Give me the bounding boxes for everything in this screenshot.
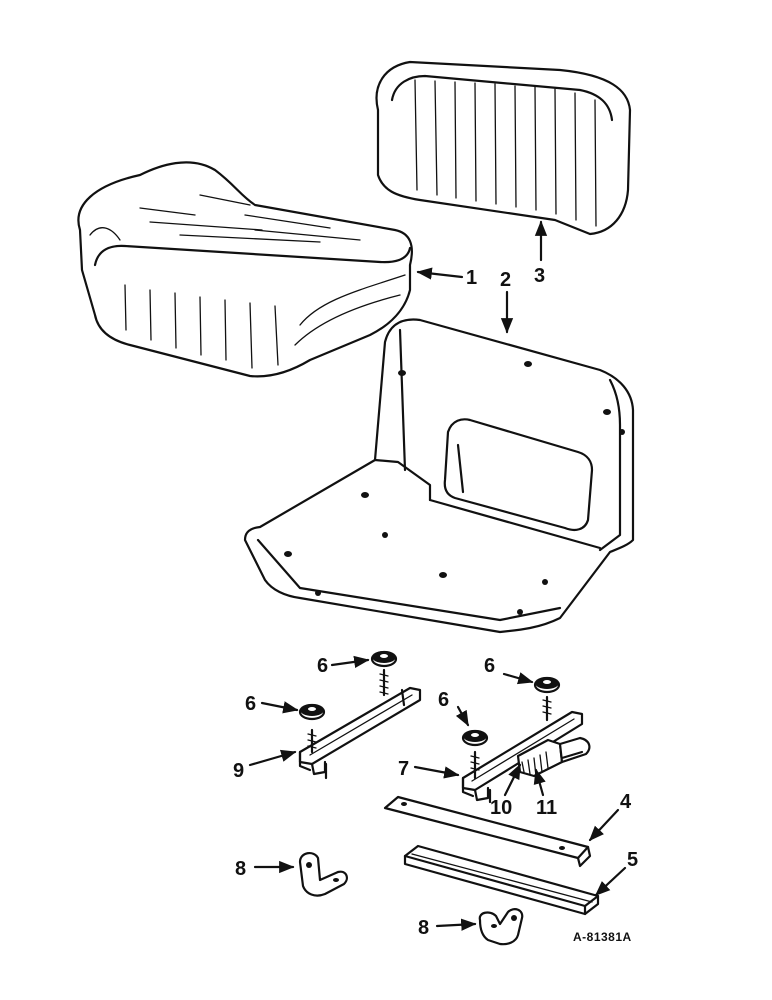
leader-6d: [455, 705, 470, 727]
washer-group: [298, 650, 561, 747]
leader-6c: [502, 672, 534, 685]
leader-4: [588, 808, 620, 842]
seat-frame: [243, 318, 635, 634]
callout-2: 2: [500, 269, 511, 291]
bracket: [298, 852, 348, 897]
drawing-number: A-81381A: [573, 930, 632, 944]
bracket: [478, 908, 524, 946]
callout-5: 5: [627, 849, 638, 871]
leader-11: [533, 768, 546, 797]
slide-rail-with-latch: [461, 695, 591, 804]
callout-4: 4: [620, 791, 632, 813]
callout-9: 9: [233, 760, 244, 782]
strap: [383, 795, 592, 868]
leader-10: [503, 763, 522, 797]
callout-7: 7: [398, 758, 409, 780]
callout-6a: 6: [317, 655, 328, 677]
callout-3: 3: [534, 265, 545, 287]
callouts: 1 2 3 4 5 6 6 6 6 7 8 8 9 10 11: [233, 265, 638, 939]
washer: [461, 729, 489, 747]
callout-6b: 6: [245, 693, 256, 715]
leader-6b: [260, 701, 299, 714]
leader-6a: [330, 655, 370, 669]
leader-1: [416, 267, 464, 280]
callout-8b: 8: [418, 917, 429, 939]
handle: [558, 736, 591, 764]
callout-6c: 6: [484, 655, 495, 677]
washer: [533, 676, 561, 694]
washer: [370, 650, 398, 668]
leader-lines: [248, 220, 627, 931]
slide-rail: [298, 668, 422, 780]
leader-5: [594, 866, 627, 897]
leader-9: [248, 749, 297, 767]
callout-10: 10: [490, 797, 512, 819]
leader-7: [413, 765, 460, 779]
callout-8a: 8: [235, 858, 246, 880]
washer: [298, 703, 326, 721]
seat-cushion: [77, 161, 413, 378]
callout-11: 11: [536, 797, 557, 819]
callout-6d: 6: [438, 689, 449, 711]
callout-1: 1: [466, 267, 477, 289]
backrest-cushion: [375, 60, 632, 236]
leader-8b: [435, 918, 477, 931]
